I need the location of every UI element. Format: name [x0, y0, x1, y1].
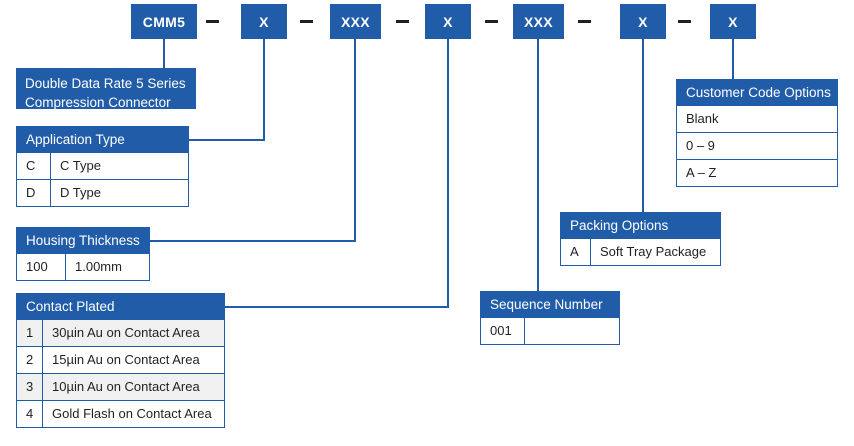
separator-dash-5: [578, 20, 591, 23]
table-row: A Soft Tray Package: [561, 238, 720, 265]
code-box-contact-plated-label: X: [443, 13, 453, 30]
connector-customer-code: [732, 39, 734, 79]
cell-desc: 1.00mm: [75, 259, 122, 274]
cell-code: 100: [17, 254, 66, 280]
cell-desc: 30µin Au on Contact Area: [52, 325, 200, 340]
cell-desc: Soft Tray Package: [600, 244, 707, 259]
separator-dash-3: [396, 20, 409, 23]
connector-contact-plated-vertical: [447, 39, 449, 307]
separator-dash-6: [678, 20, 691, 23]
table-row: A – Z: [677, 159, 837, 186]
code-box-packing-options: X: [620, 4, 666, 39]
cell-desc: C Type: [60, 158, 101, 173]
series-banner-line2: Compression Connector: [25, 95, 171, 110]
table-packing-options: Packing Options A Soft Tray Package: [560, 212, 721, 266]
table-sequence-number: Sequence Number 001: [480, 291, 620, 345]
separator-dash-2: [300, 20, 313, 23]
table-row: 001: [481, 317, 619, 344]
cell-desc: Gold Flash on Contact Area: [52, 406, 212, 421]
cell-desc: 15µin Au on Contact Area: [52, 352, 200, 367]
table-row: 1 30µin Au on Contact Area: [17, 319, 224, 346]
table-row: D D Type: [17, 179, 188, 206]
code-box-packing-options-label: X: [638, 13, 648, 30]
code-box-sequence-number-label: XXX: [524, 13, 553, 30]
code-box-contact-plated: X: [425, 4, 471, 39]
table-row: C C Type: [17, 152, 188, 179]
separator-dash-1: [206, 20, 219, 23]
cell-code: 0 – 9: [686, 138, 715, 153]
table-row: Blank: [677, 105, 837, 132]
code-box-series-label: CMM5: [142, 13, 186, 30]
connector-application-type-vertical: [263, 39, 265, 140]
code-box-customer-code: X: [710, 4, 756, 39]
connector-application-type-horizontal: [189, 139, 265, 141]
code-box-housing-thickness: XXX: [330, 4, 381, 39]
table-contact-plated: Contact Plated 1 30µin Au on Contact Are…: [16, 293, 225, 428]
table-row: 4 Gold Flash on Contact Area: [17, 400, 224, 427]
table-customer-code-options-header: Customer Code Options: [677, 80, 837, 105]
series-banner-line1: Double Data Rate 5 Series: [25, 76, 186, 91]
cell-code: 3: [17, 374, 43, 400]
connector-housing-thickness-horizontal: [150, 240, 356, 242]
table-application-type: Application Type C C Type D D Type: [16, 126, 189, 207]
separator-dash-4: [485, 20, 498, 23]
cell-code: 2: [17, 347, 43, 373]
table-row: 2 15µin Au on Contact Area: [17, 346, 224, 373]
cell-code: A: [561, 239, 591, 265]
table-packing-options-header: Packing Options: [561, 213, 720, 238]
code-box-application-type: X: [241, 4, 287, 39]
series-banner: Double Data Rate 5 Series Compression Co…: [16, 68, 196, 110]
cell-desc: 10µin Au on Contact Area: [52, 379, 200, 394]
code-box-sequence-number: XXX: [513, 4, 564, 39]
connector-series: [163, 39, 165, 69]
cell-code: D: [17, 180, 51, 206]
table-row: 100 1.00mm: [17, 253, 149, 280]
connector-housing-thickness-vertical: [354, 39, 356, 241]
table-sequence-number-header: Sequence Number: [481, 292, 619, 317]
cell-desc: [525, 318, 619, 344]
connector-contact-plated-horizontal: [225, 306, 449, 308]
connector-packing-options: [642, 39, 644, 212]
cell-code: 1: [17, 320, 43, 346]
table-customer-code-options: Customer Code Options Blank 0 – 9 A – Z: [676, 79, 838, 187]
code-box-application-type-label: X: [259, 13, 269, 30]
cell-code: 001: [481, 318, 525, 344]
table-housing-thickness: Housing Thickness 100 1.00mm: [16, 227, 150, 281]
table-row: 0 – 9: [677, 132, 837, 159]
connector-sequence-number: [537, 39, 539, 291]
cell-desc: D Type: [60, 185, 101, 200]
cell-code: C: [17, 153, 51, 179]
cell-code: 4: [17, 401, 43, 427]
code-box-customer-code-label: X: [728, 13, 738, 30]
table-row: 3 10µin Au on Contact Area: [17, 373, 224, 400]
cell-code: Blank: [686, 111, 719, 126]
table-housing-thickness-header: Housing Thickness: [17, 228, 149, 253]
table-application-type-header: Application Type: [17, 127, 188, 152]
code-box-housing-thickness-label: XXX: [341, 13, 370, 30]
cell-code: A – Z: [686, 165, 717, 180]
table-contact-plated-header: Contact Plated: [17, 294, 224, 319]
code-box-series: CMM5: [131, 4, 197, 39]
